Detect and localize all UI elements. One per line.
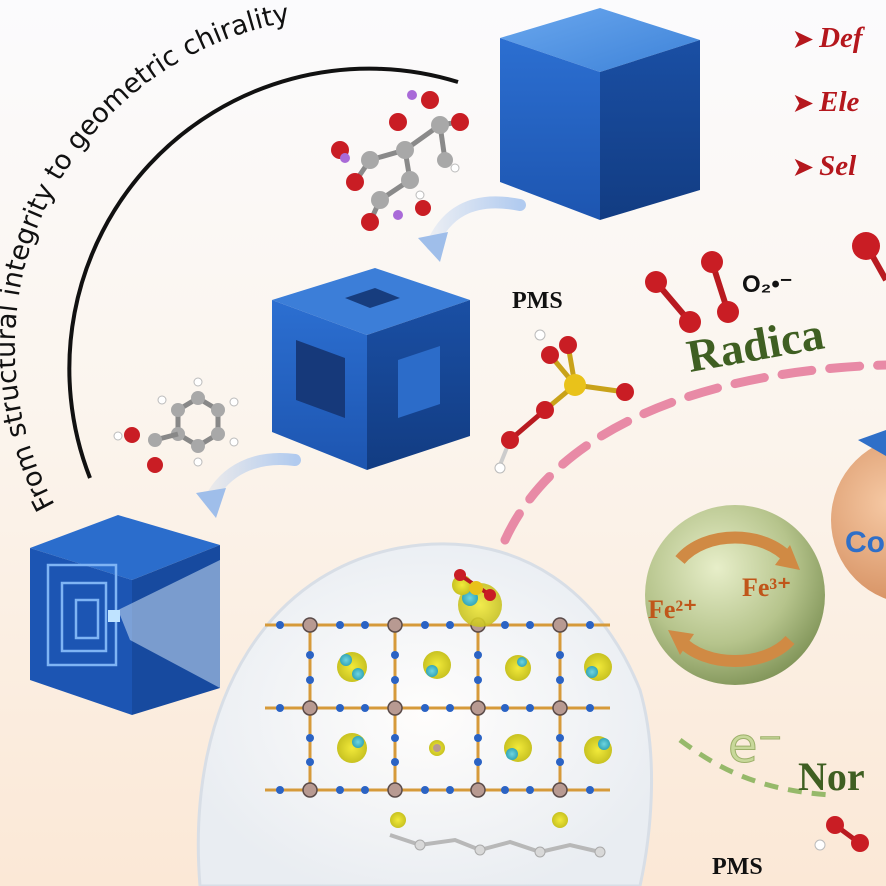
partial-sphere: Co: [831, 430, 886, 599]
solid-cube: [500, 8, 700, 220]
nonradical-dashed-curve: [678, 737, 831, 798]
fe-redox-sphere: Fe²⁺ Fe³⁺: [645, 505, 825, 685]
svg-text:Co: Co: [845, 526, 885, 559]
lattice-nodes: [276, 621, 594, 794]
pms-label-top: PMS: [512, 288, 563, 314]
arrow-icon: ➤: [793, 27, 814, 53]
highlights-list: ➤Def ➤Ele ➤Sel: [793, 18, 863, 210]
adsorbed-pms: [454, 569, 496, 601]
frame-cube: [272, 268, 470, 470]
fe2-label: Fe²⁺: [648, 595, 697, 624]
citrate-molecule: [331, 90, 469, 231]
pms-molecule-top: [494, 329, 634, 474]
electron-label: e⁻: [728, 718, 783, 774]
redox-arrow-top: [675, 531, 795, 565]
oxygen-molecules: [645, 232, 886, 333]
redox-arrow-bottom: [675, 635, 795, 667]
superoxide-label: O₂•⁻: [742, 271, 792, 298]
transform-arrowhead-2: [196, 488, 226, 518]
pms-molecule-bottom: [814, 816, 869, 852]
highlight-item-1: ➤Def: [793, 22, 863, 54]
highlight-item-3: ➤Sel: [793, 150, 857, 182]
pathway-dashed-curve: [500, 360, 886, 545]
nonradical-label: Nor: [798, 754, 865, 799]
highlight-item-2: ➤Ele: [793, 86, 860, 118]
nested-cube: [30, 515, 220, 715]
pms-label-bottom: PMS: [712, 854, 763, 880]
fe3-label: Fe³⁺: [742, 573, 791, 602]
arrow-icon: ➤: [793, 155, 814, 181]
arrow-icon: ➤: [793, 91, 814, 117]
transform-arrowhead-1: [418, 232, 448, 262]
arc-line: [67, 66, 459, 479]
substrate-chain: [389, 833, 601, 855]
arc-title: From structural integrity to geometric c…: [0, 0, 292, 516]
benzoic-acid-molecule: [113, 377, 239, 473]
lattice-bubble: [196, 542, 654, 886]
